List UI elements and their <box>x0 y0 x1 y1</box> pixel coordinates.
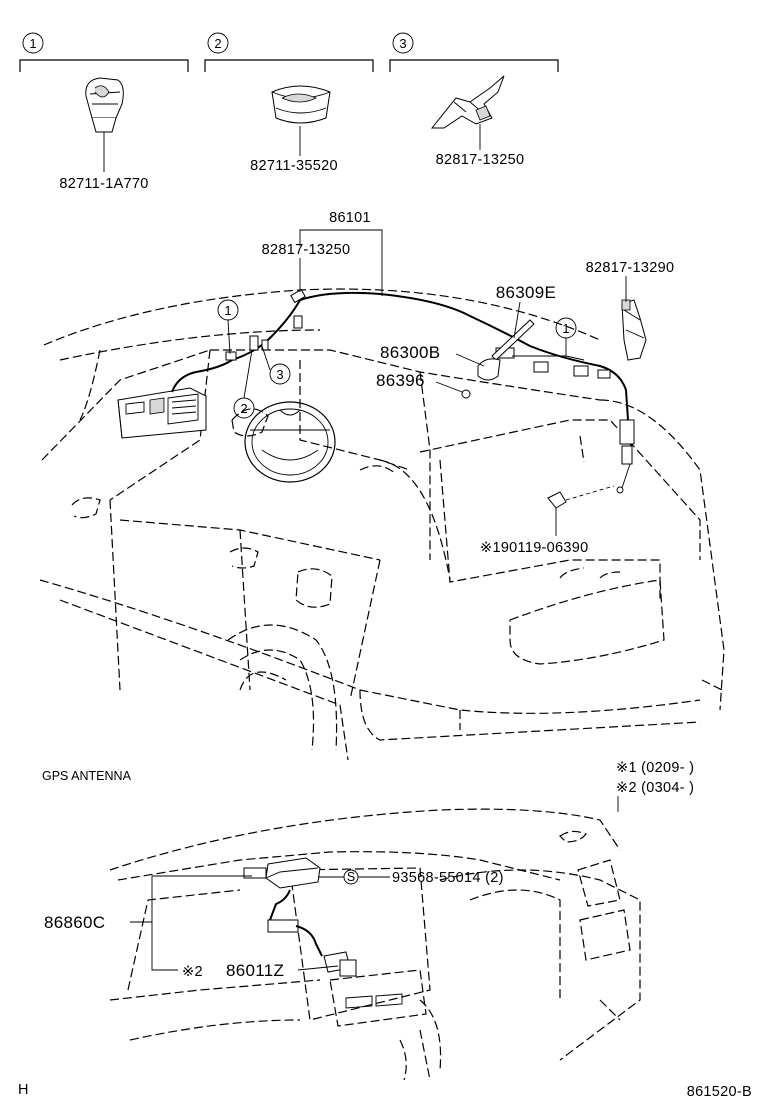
key-part-3: 3 82817-13250 <box>389 32 559 168</box>
grommet-drawing <box>271 85 331 124</box>
label-bolt: ※190119-06390 <box>480 540 589 556</box>
label-clamp-left: 82817-13250 <box>262 242 351 292</box>
group-bracket <box>19 59 189 72</box>
label-86860C: 86860C ※2 <box>44 875 252 980</box>
note-1: ※1 (0209- ) <box>616 760 694 776</box>
svg-text:1: 1 <box>224 303 231 318</box>
part-number-82711-1A770: 82711-1A770 <box>59 176 148 192</box>
part-number-86309E: 86309E <box>496 283 556 302</box>
key-part-2: 2 82711-35520 <box>204 32 374 174</box>
part-number-82817-13290: 82817-13290 <box>586 260 675 276</box>
svg-text:3: 3 <box>276 367 283 382</box>
part-number-93568-55014: 93568-55014 (2) <box>392 870 504 886</box>
part-number-86011Z: 86011Z <box>226 961 284 980</box>
callout-circle-2 <box>207 32 229 54</box>
steering-wheel <box>244 401 336 483</box>
part-number-86300B: 86300B <box>380 343 440 362</box>
label-clamp-right: 82817-13290 <box>586 260 675 302</box>
callout-number: 3 <box>399 36 406 51</box>
screw-symbol-letter: S <box>347 870 355 884</box>
callout-circle-1 <box>22 32 44 54</box>
bolt-190119-06390 <box>547 485 615 536</box>
clip-drawing <box>85 77 124 140</box>
callout-circle-3 <box>392 32 414 54</box>
svg-text:2: 2 <box>240 401 247 416</box>
callout-number: 1 <box>29 36 36 51</box>
antenna-cable-86101 <box>171 288 635 494</box>
part-number-86860C: 86860C <box>44 913 105 932</box>
callout-main-1-right: 1 <box>512 317 585 361</box>
group-bracket <box>204 59 374 72</box>
label-86309E: 86309E <box>496 283 556 339</box>
gps-antenna-unit <box>243 857 357 977</box>
vehicle-outline <box>39 288 725 761</box>
key-part-1: 1 82711-1A770 <box>19 32 189 192</box>
dashboard-outline <box>109 808 641 1081</box>
part-number-82817-13250: 82817-13250 <box>436 152 525 168</box>
callout-main-3: 3 <box>261 345 291 385</box>
part-number-86396: 86396 <box>376 371 425 390</box>
part-number-190119-06390: ※190119-06390 <box>480 540 589 556</box>
part-number-86101: 86101 <box>329 210 371 226</box>
note-2: ※2 (0304- ) <box>616 780 694 796</box>
clamp-82817-13290 <box>621 299 647 361</box>
callout-main-2: 2 <box>233 349 255 419</box>
group-bracket <box>389 59 559 72</box>
gps-section-title: GPS ANTENNA <box>42 769 132 783</box>
label-86396: 86396 <box>376 371 463 393</box>
footer-mark: H <box>18 1082 29 1098</box>
part-number-82711-35520: 82711-35520 <box>250 158 338 174</box>
callout-main-1-left: 1 <box>217 299 239 355</box>
label-86011Z: 86011Z <box>226 961 339 980</box>
clamp-drawing <box>430 75 505 129</box>
diagram-code: 861520-B <box>687 1084 752 1100</box>
callout-number: 2 <box>214 36 221 51</box>
label-86101: 86101 <box>299 210 383 296</box>
audio-unit <box>117 387 207 439</box>
antenna-assembly <box>461 319 535 399</box>
part-number-82817-13250: 82817-13250 <box>262 242 351 258</box>
svg-text:1: 1 <box>562 321 569 336</box>
note-mark-2: ※2 <box>182 964 203 980</box>
label-86300B: 86300B <box>380 343 485 367</box>
